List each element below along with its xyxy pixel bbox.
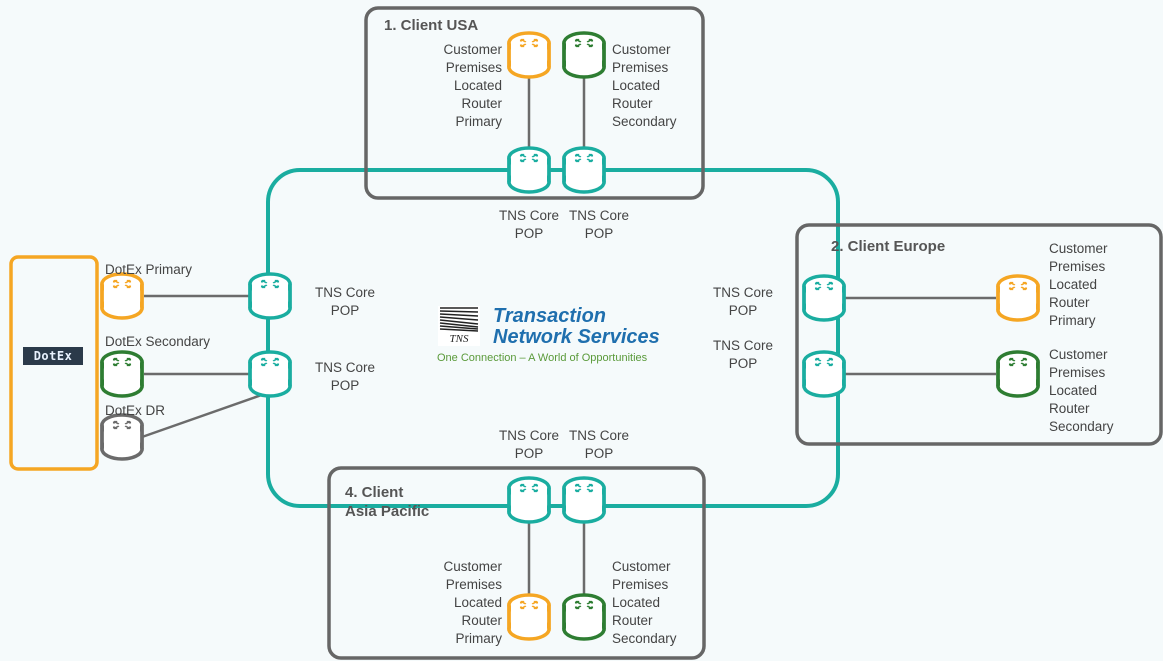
region-box-apac bbox=[327, 466, 706, 660]
link-dotex-dr bbox=[141, 390, 271, 439]
router-icon bbox=[562, 476, 606, 524]
tns-logo-name: Transaction Network Services bbox=[493, 305, 660, 348]
router-icon bbox=[100, 272, 144, 320]
router-icon bbox=[562, 146, 606, 194]
label-tns-pop-right-2: TNS Core POP bbox=[712, 338, 773, 371]
label-cpe-primary-usa: Customer Premises Located Router Primary bbox=[443, 42, 502, 129]
router-icon bbox=[507, 593, 551, 641]
region-box-usa bbox=[364, 6, 705, 200]
label-tns-pop-usa-1: TNS Core POP bbox=[498, 208, 559, 241]
tns-logo-icon: TNS bbox=[438, 306, 480, 346]
label-tns-pop-apac-1: TNS Core POP bbox=[498, 428, 559, 461]
tns-core-network bbox=[266, 168, 840, 508]
label-cpe-secondary-usa: Customer Premises Located Router Seconda… bbox=[612, 42, 677, 129]
tns-logo-tagline: One Connection – A World of Opportunitie… bbox=[437, 352, 648, 364]
region-box-europe bbox=[795, 223, 1163, 446]
label-dotex-secondary: DotEx Secondary bbox=[105, 334, 211, 349]
router-icon bbox=[996, 350, 1040, 398]
label-cpe-primary-europe: Customer Premises Located Router Primary bbox=[1049, 241, 1108, 328]
router-icon bbox=[802, 350, 846, 398]
label-dotex-dr: DotEx DR bbox=[105, 403, 166, 418]
router-icon bbox=[996, 274, 1040, 322]
router-icon bbox=[562, 31, 606, 79]
label-cpe-secondary-europe: Customer Premises Located Router Seconda… bbox=[1049, 347, 1114, 434]
router-icon bbox=[507, 146, 551, 194]
region-title-apac: 4. Client Asia Pacific bbox=[345, 484, 430, 520]
router-icon bbox=[802, 274, 846, 322]
label-tns-pop-apac-2: TNS Core POP bbox=[568, 428, 629, 461]
label-tns-pop-left-1: TNS Core POP bbox=[314, 285, 375, 318]
dotex-logo: DotEx bbox=[23, 347, 83, 365]
router-icon bbox=[248, 350, 292, 398]
router-icon bbox=[507, 476, 551, 524]
router-icon bbox=[100, 413, 144, 461]
region-title-usa: 1. Client USA bbox=[384, 17, 479, 34]
label-cpe-secondary-apac: Customer Premises Located Router Seconda… bbox=[612, 559, 677, 646]
label-cpe-primary-apac: Customer Premises Located Router Primary bbox=[443, 559, 502, 646]
label-tns-pop-usa-2: TNS Core POP bbox=[568, 208, 629, 241]
label-tns-pop-left-2: TNS Core POP bbox=[314, 360, 375, 393]
router-icon bbox=[507, 31, 551, 79]
router-icon bbox=[248, 272, 292, 320]
dotex-site-box bbox=[9, 255, 99, 471]
label-dotex-primary: DotEx Primary bbox=[105, 262, 193, 277]
tns-logo-mark: TNS bbox=[450, 333, 469, 345]
region-title-europe: 2. Client Europe bbox=[831, 238, 946, 255]
router-icon bbox=[562, 593, 606, 641]
router-icon bbox=[100, 350, 144, 398]
label-tns-pop-right-1: TNS Core POP bbox=[712, 285, 773, 318]
